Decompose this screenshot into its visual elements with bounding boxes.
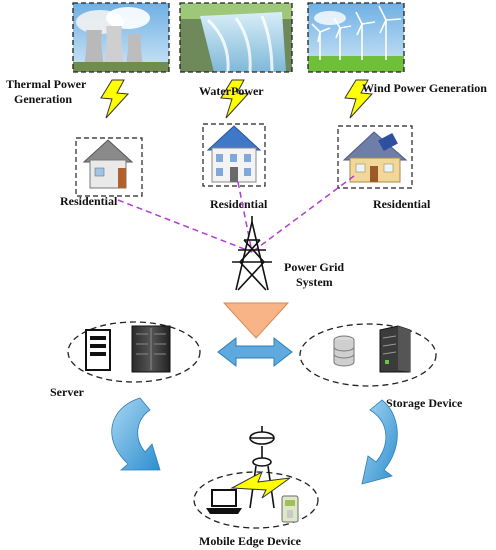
server-tower-icon [85, 329, 111, 371]
residential-label-2: Residential [210, 197, 268, 211]
lightning-bolt-icon [230, 470, 291, 499]
house-icon [202, 123, 266, 187]
funnel-triangle [222, 302, 290, 339]
smart-meter-icon [281, 495, 299, 523]
laptop-icon [206, 489, 242, 514]
storage-array-icon [379, 325, 411, 373]
thermal-power-label: Thermal Power [6, 77, 87, 91]
power-grid-label: Power Grid [284, 260, 344, 274]
power-grid-system-label: System [296, 275, 333, 289]
wind-farm-image [307, 2, 405, 73]
storage-group [299, 323, 437, 387]
bidirectional-arrow-icon [217, 336, 293, 368]
antenna-tower-icon [249, 426, 275, 509]
transmission-tower-icon [232, 216, 272, 291]
database-icon [333, 335, 355, 367]
lightning-bolt-icon [100, 79, 130, 119]
server-label: Server [50, 385, 85, 399]
lightning-bolt-icon [220, 79, 250, 119]
waterpower-label: WaterPower [199, 84, 264, 98]
house-icon [337, 125, 413, 189]
server-rack-icon [131, 325, 171, 373]
server-group [67, 321, 201, 383]
house-grid-links [117, 175, 355, 253]
curved-arrow-right-icon [361, 399, 398, 485]
lightning-bolt-icon [344, 79, 374, 119]
hydro-dam-image [179, 2, 293, 73]
residential-label-3: Residential [373, 197, 431, 211]
thermal-generation-label: Generation [14, 92, 72, 106]
curved-arrow-left-icon [111, 397, 161, 471]
house-icon [75, 137, 143, 197]
storage-device-label: Storage Device [386, 396, 463, 410]
mobile-edge-group [193, 471, 319, 529]
wind-power-label: Wind Power Generation [362, 81, 487, 95]
thermal-plant-image [72, 2, 170, 73]
residential-label-1: Residential [60, 194, 118, 208]
mobile-edge-device-label: Mobile Edge Device [199, 534, 302, 548]
